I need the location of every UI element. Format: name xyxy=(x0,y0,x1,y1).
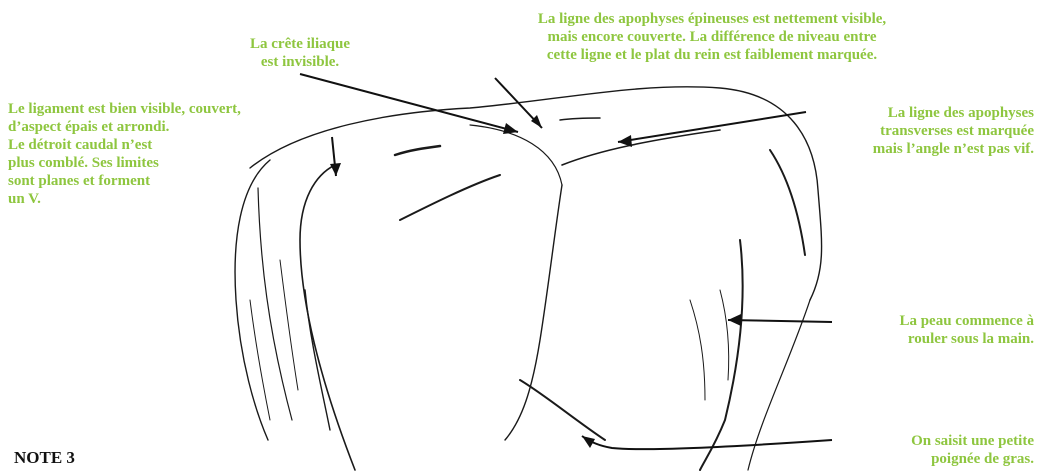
transverse-line xyxy=(562,130,720,165)
arrow-gras xyxy=(582,436,832,449)
left-shading-2 xyxy=(280,260,298,390)
label-apophyses-transverses: La ligne des apophyses transverses est m… xyxy=(772,104,1034,158)
thigh-shading xyxy=(690,300,705,400)
thigh-shading-2 xyxy=(720,290,729,380)
note-title: NOTE 3 xyxy=(14,448,75,468)
pin-bone xyxy=(520,380,605,440)
label-peau: La peau commence à rouler sous la main. xyxy=(800,312,1034,348)
thigh-line xyxy=(700,240,743,470)
arrowhead-peau xyxy=(728,314,741,326)
leg-line xyxy=(305,290,330,430)
hook-bone-hatch xyxy=(400,175,500,220)
arrowhead-transverses xyxy=(618,135,632,147)
label-gras: On saisit une petite poignée de gras. xyxy=(820,432,1034,468)
spine-line xyxy=(470,125,562,185)
label-ligament: Le ligament est bien visible, couvert, d… xyxy=(8,100,368,208)
hook-bone-hatch-2 xyxy=(395,146,440,155)
label-apophyses-epineuses: La ligne des apophyses épineuses est net… xyxy=(432,10,992,64)
arrowhead-gras xyxy=(582,436,595,448)
right-thigh-inner xyxy=(770,150,805,255)
left-shading xyxy=(250,300,270,420)
label-crete-iliaque: La crête iliaque est invisible. xyxy=(205,35,395,71)
flank-hatch xyxy=(560,118,600,120)
